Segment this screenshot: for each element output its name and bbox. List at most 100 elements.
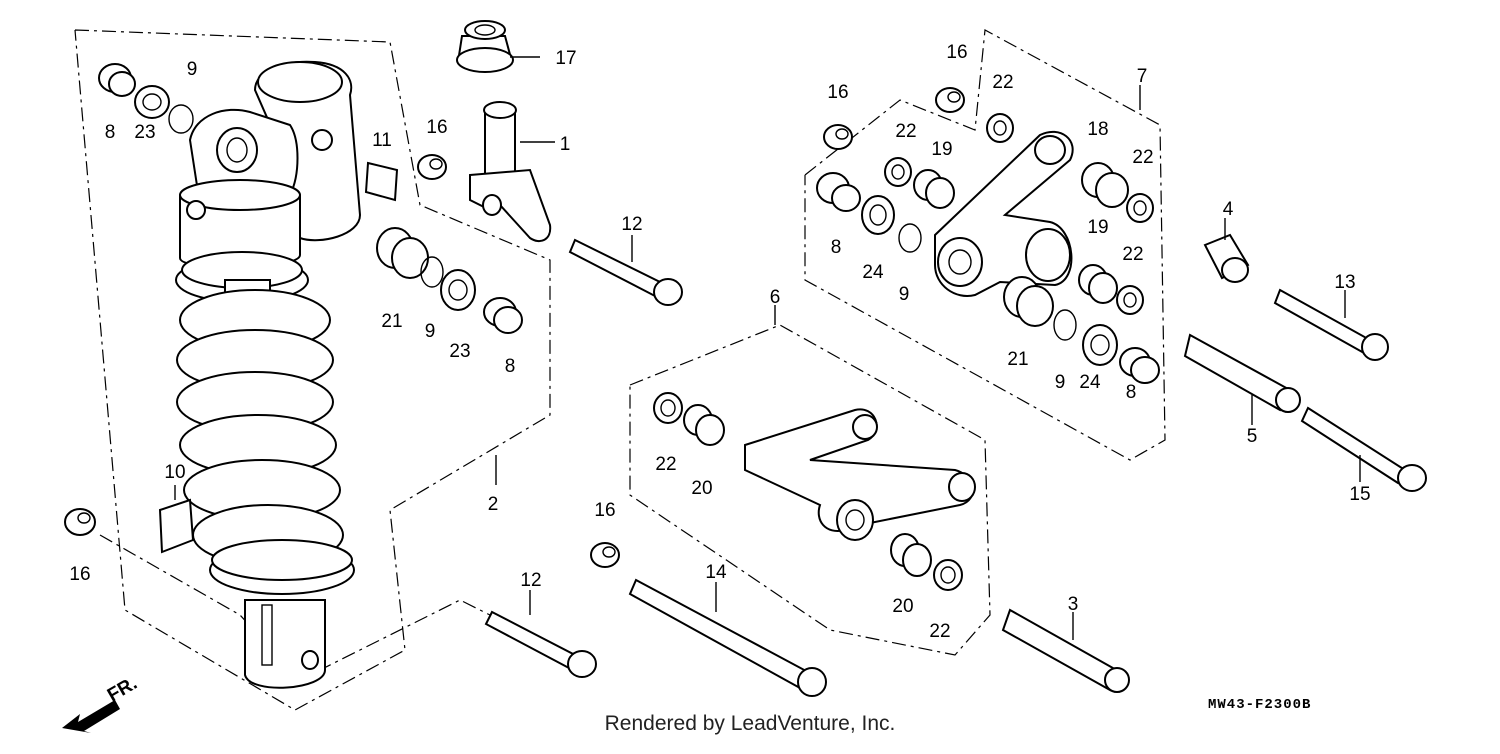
callout-2: 2 (488, 494, 499, 515)
callout-19a: 19 (931, 139, 952, 160)
part-21-bushing-right (1003, 276, 1054, 327)
part-13-bolt (1273, 288, 1389, 361)
part-9-snap-ring-arm-b (1053, 309, 1077, 341)
part-22-seal-b (884, 157, 912, 187)
callout-23b: 23 (449, 341, 470, 362)
part-20-bearing-b (890, 533, 932, 577)
callout-9b: 9 (425, 321, 436, 342)
callout-8b: 8 (505, 356, 516, 377)
callout-12b: 12 (520, 570, 541, 591)
part-22-seal-f (933, 559, 963, 591)
callout-14: 14 (705, 562, 727, 583)
callout-21a: 21 (381, 311, 402, 332)
callout-3: 3 (1068, 594, 1079, 615)
callout-10: 10 (164, 462, 185, 483)
callout-labels: 8 23 9 17 1 16 11 12 21 9 23 8 2 10 16 12 16 14 16 16 22 7 22 1… (69, 42, 1370, 642)
part-22-seal-d (1116, 285, 1144, 315)
part-23-seal-left (440, 269, 476, 311)
part-5-pin (1183, 333, 1301, 413)
callout-8c: 8 (831, 237, 842, 258)
part-12-bolt-lower (484, 610, 597, 678)
callout-20a: 20 (691, 478, 712, 499)
callout-7: 7 (1137, 66, 1148, 87)
part-14-long-bolt (628, 578, 827, 697)
part-1-mount-bracket (469, 101, 552, 243)
part-11-label (364, 161, 399, 202)
callout-12a: 12 (621, 214, 642, 235)
callout-13: 13 (1334, 272, 1355, 293)
callout-16b: 16 (69, 564, 90, 585)
part-17-nut (456, 20, 514, 73)
part-22-seal-a (986, 113, 1014, 143)
part-8-collar-upper (98, 63, 136, 97)
part-8-collar-arm-right (1119, 347, 1160, 384)
callout-18: 18 (1087, 119, 1108, 140)
part-7-shock-arm (934, 130, 1074, 297)
callout-17: 17 (555, 48, 576, 69)
part-16-nut-b (64, 508, 96, 536)
part-9-snap-ring-upper (168, 104, 194, 134)
part-20-bearing-a (683, 404, 725, 446)
part-16-nut-d (823, 124, 853, 150)
callout-16a: 16 (426, 117, 447, 138)
callout-22d: 22 (1122, 244, 1143, 265)
part-22-seal-e (653, 392, 683, 424)
callout-8a: 8 (105, 122, 116, 143)
part-8-collar-left (483, 297, 523, 334)
callout-19b: 19 (1087, 217, 1108, 238)
front-direction-arrow-icon (62, 700, 120, 733)
part-24-seal-a (861, 195, 895, 235)
callout-8d: 8 (1126, 382, 1137, 403)
part-9-snap-ring-left (420, 256, 444, 288)
part-23-seal-upper (134, 85, 170, 119)
callout-24a: 24 (862, 262, 884, 283)
part-3-pin (1001, 608, 1130, 693)
part-12-bolt-upper (568, 238, 683, 306)
callout-22f: 22 (929, 621, 950, 642)
part-4-collar (1203, 233, 1250, 283)
part-15-bolt (1300, 406, 1427, 492)
part-8-collar-arm-left (816, 172, 861, 212)
part-24-seal-b (1082, 324, 1118, 366)
callout-16e: 16 (946, 42, 967, 63)
group-outline-rod (629, 324, 991, 656)
callout-4: 4 (1223, 199, 1234, 220)
callout-20b: 20 (892, 596, 913, 617)
group-outline-shock (74, 29, 551, 711)
part-19-bearing-b (1078, 264, 1118, 304)
callout-16c: 16 (594, 500, 615, 521)
callout-22c: 22 (1132, 147, 1153, 168)
callout-16d: 16 (827, 82, 848, 103)
part-16-nut-e (935, 87, 965, 113)
group-outline-arm (804, 29, 1166, 461)
callout-22b: 22 (895, 121, 916, 142)
part-16-nut-a (417, 154, 447, 180)
footer-credit: Rendered by LeadVenture, Inc. (604, 712, 896, 735)
shock-absorber (175, 60, 362, 689)
direction-label: FR. (104, 673, 141, 706)
callout-15: 15 (1349, 484, 1370, 505)
part-10-label (158, 498, 195, 554)
callout-22a: 22 (992, 72, 1013, 93)
callout-22e: 22 (655, 454, 676, 475)
callout-5: 5 (1247, 426, 1258, 447)
callout-21b: 21 (1007, 349, 1028, 370)
callout-23a: 23 (134, 122, 155, 143)
part-6-connecting-rod (744, 408, 976, 541)
callout-11: 11 (372, 130, 392, 151)
callout-9d: 9 (1055, 372, 1066, 393)
callout-9a: 9 (187, 59, 198, 80)
part-16-nut-c (590, 542, 620, 568)
part-9-snap-ring-arm-a (898, 223, 922, 253)
diagram-code: MW43-F2300B (1208, 697, 1312, 713)
callout-6: 6 (770, 287, 781, 308)
callout-9c: 9 (899, 284, 910, 305)
callout-24b: 24 (1079, 372, 1101, 393)
leader-lines (174, 56, 1361, 640)
part-22-seal-c (1126, 193, 1154, 223)
callout-1: 1 (560, 134, 571, 155)
part-19-bearing-a (913, 169, 955, 209)
part-18-collar (1081, 162, 1129, 208)
